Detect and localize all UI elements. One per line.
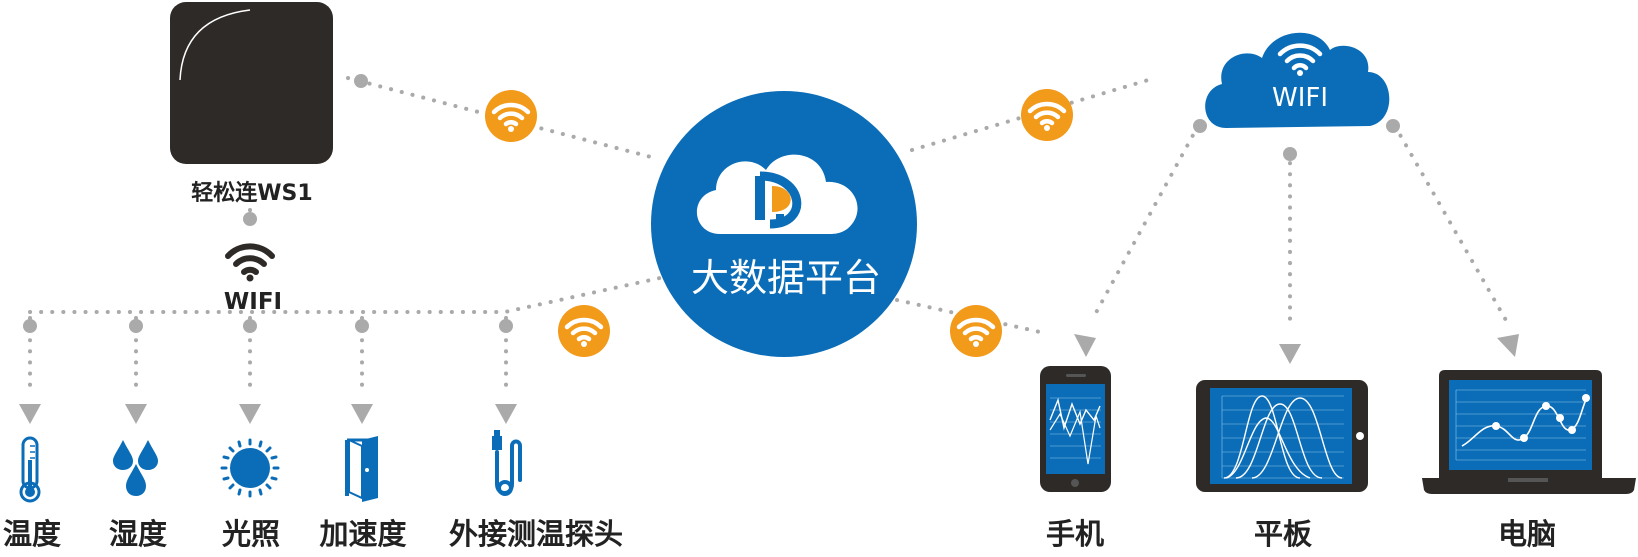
sensor-label-light: 光照 [222,517,280,551]
door-icon [345,436,378,502]
platform-label: 大数据平台 [691,256,881,300]
device-highlight [179,9,251,81]
node-dot [354,74,368,88]
arrow-down-icon [1279,344,1301,364]
sensor-label-humidity: 湿度 [109,517,167,551]
cloud-shape [1205,32,1390,128]
sensor-label-acceleration: 加速度 [319,517,406,551]
node-dots [23,74,1400,333]
arrow-icon [1497,334,1519,357]
line-sensors-bus [28,276,662,314]
laptop-icon [1422,370,1636,494]
line-cloud-to-laptop [1393,124,1509,324]
terminal-label-tablet: 平板 [1254,517,1313,551]
arrowheads [19,334,1519,424]
line-platform-to-cloud [910,76,1157,152]
terminal-label-phone: 手机 [1046,517,1104,551]
cloud-label: WIFI [1272,83,1328,113]
node-dot [243,212,257,226]
node-dot [499,319,513,333]
water-drops-icon [113,440,158,496]
arrow-down-icon [19,404,41,424]
node-dot [1386,119,1400,133]
node-dot [243,319,257,333]
node-dot [1193,119,1207,133]
thermometer-icon [19,436,41,503]
arrow-down-icon [495,404,517,424]
tablet-icon [1196,380,1368,492]
sensor-label-temperature: 温度 [3,517,61,551]
node-dot [1283,147,1297,161]
device-wifi-indicator [225,243,275,282]
line-platform-to-phone [895,298,1042,334]
usb-probe-icon [492,430,522,496]
line-cloud-to-phone [1090,124,1200,322]
node-dot [23,319,37,333]
device-wifi-label: WIFI [224,289,282,315]
wifi-badge-terminal-link [950,305,1002,357]
arrow-down-icon [125,404,147,424]
wifi-badge-device-link [485,90,537,142]
arrow-icon [1074,334,1096,357]
arrow-down-icon [351,404,373,424]
phone-icon [1040,366,1111,492]
sensor-labels: 温度 湿度 光照 加速度 外接测温探头 [3,517,623,551]
terminal-labels: 手机 平板 电脑 [1046,517,1556,551]
wifi-badge-cloud-link [1021,89,1073,141]
arrow-down-icon [239,404,261,424]
device-box [170,2,333,164]
platform-logo-icon [755,171,802,229]
wifi-cloud: WIFI [1205,32,1390,128]
device-name: 轻松连WS1 [191,180,312,206]
node-dot [355,319,369,333]
wifi-badge-sensor-link [558,305,610,357]
cloud-wifi-icon [1277,43,1323,76]
node-dot [129,319,143,333]
terminal-label-computer: 电脑 [1498,517,1556,551]
big-data-platform: 大数据平台 [651,91,917,357]
sensor-label-external-probe: 外接测温探头 [449,517,623,551]
device-ws1: 轻松连WS1 [170,2,333,206]
sun-icon [220,438,280,498]
